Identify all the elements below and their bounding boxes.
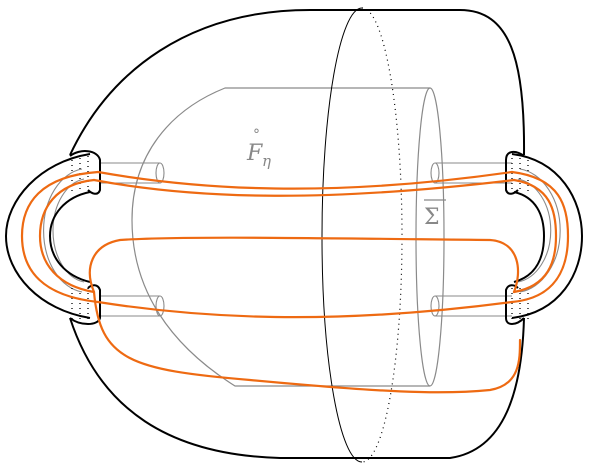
label-sigma: Σ xyxy=(424,205,440,230)
sigma-ellipse xyxy=(415,87,445,387)
curve-left-arc-inner xyxy=(38,178,96,294)
label-f: F xyxy=(246,141,263,166)
label-f-eta: F ° η xyxy=(246,127,271,170)
inner-surface-outline xyxy=(131,87,430,387)
orange-curves xyxy=(20,170,570,394)
cross-section-front xyxy=(321,7,363,463)
label-f-accent: ° xyxy=(253,127,260,143)
cross-section-back xyxy=(361,7,403,463)
right-handle-inner xyxy=(517,168,561,293)
curve-right-arc-inner xyxy=(512,178,558,294)
label-eta: η xyxy=(262,152,271,170)
label-sigma-bar: Σ xyxy=(424,199,446,230)
outer-body-outline xyxy=(69,9,526,459)
curve-left-arc-outer xyxy=(20,170,100,304)
curve-right-arc-outer xyxy=(510,170,570,304)
curve-lower-strand xyxy=(96,300,514,319)
curve-inner-band xyxy=(88,178,522,394)
right-tubes xyxy=(430,162,512,317)
curve-upper-strand xyxy=(96,170,514,190)
right-handle xyxy=(505,150,584,325)
